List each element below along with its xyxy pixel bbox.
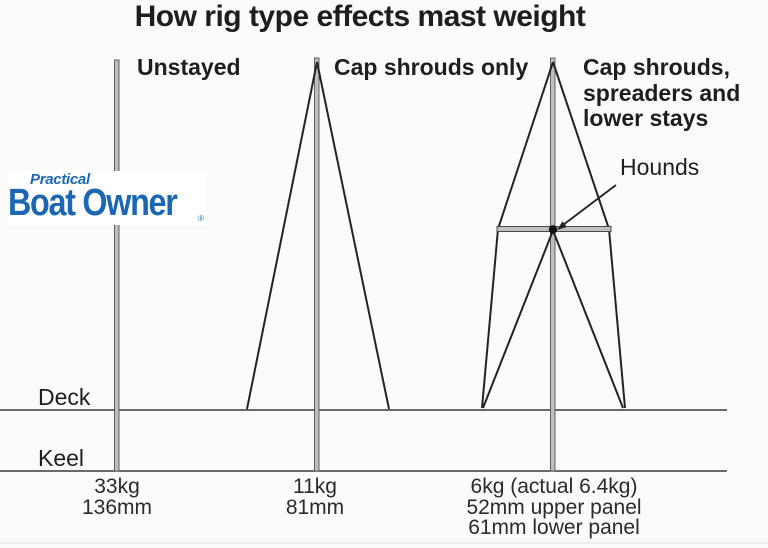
upper-panel-value: 52mm upper panel (466, 495, 642, 519)
rig-label-cap-shrouds-spreaders: Cap shrouds, spreaders and lower stays (583, 54, 741, 132)
mast-cap-shrouds-spreaders (550, 57, 556, 472)
section-value: 81mm (285, 495, 345, 519)
practical-boat-owner-logo: Practical Boat Owner ® (8, 171, 206, 225)
hounds-arrow-line (562, 184, 617, 226)
rig3-lower-stay-left (482, 232, 553, 409)
logo-top-word: Practical (30, 171, 90, 188)
mast-unstayed (114, 59, 120, 472)
rig3-cap-shroud-left (481, 61, 554, 409)
deck-label: Deck (38, 384, 91, 410)
rig2-cap-shroud-left (246, 61, 318, 410)
logo-main-words: Boat Owner (8, 182, 178, 224)
weight-value: 6kg (actual 6.4kg) (470, 475, 638, 498)
weight-value: 11kg (293, 475, 337, 498)
hounds-label: Hounds (620, 154, 700, 180)
rig-label-line-2: spreaders and (583, 79, 741, 106)
rig-label-cap-shrouds-only: Cap shrouds only (334, 54, 529, 80)
weight-value: 33kg (94, 475, 140, 498)
keel-label: Keel (38, 445, 85, 471)
rig3-lower-stay-right (553, 232, 624, 409)
measurements-cap-shrouds-only: 11kg 81mm (235, 475, 395, 519)
mast-cap-shrouds-only (314, 57, 320, 472)
lower-panel-value: 61mm lower panel (468, 516, 640, 539)
measurements-cap-shrouds-spreaders: 6kg (actual 6.4kg) 52mm upper panel 61mm… (444, 475, 664, 539)
section-value: 136mm (81, 495, 153, 519)
registered-trademark-icon: ® (198, 214, 204, 223)
hounds-dot (548, 225, 558, 234)
hounds-arrowhead (557, 221, 567, 230)
rig-label-line-3: lower stays (583, 105, 709, 131)
rig-label-unstayed: Unstayed (137, 54, 241, 80)
measurements-unstayed: 33kg 136mm (37, 475, 197, 519)
page-title: How rig type effects mast weight (134, 0, 586, 33)
rig2-cap-shroud-right (316, 61, 390, 410)
rig-label-line-1: Cap shrouds, (583, 54, 730, 80)
